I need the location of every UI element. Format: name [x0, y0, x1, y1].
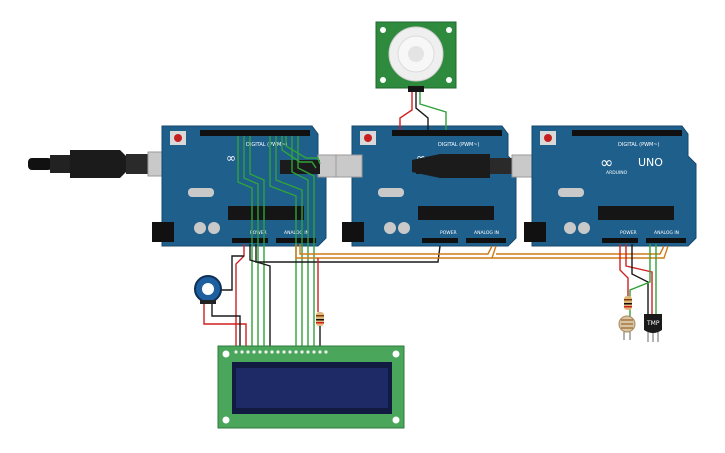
tmp-label: TMP [646, 320, 660, 327]
infinity-logo-icon-3: ∞ [600, 153, 613, 172]
digital-label-1: DIGITAL (PWM~) [246, 142, 288, 148]
temperature-sensor: TMP [644, 314, 662, 342]
arduino-board-2: DIGITAL (PWM~) ∞ POWER ANALOG IN [342, 125, 517, 247]
arduino-board-3: DIGITAL (PWM~) ∞ UNO ARDUINO POWER ANALO… [524, 125, 697, 247]
atmega-chip-1 [228, 206, 304, 220]
crystal-1 [188, 188, 214, 197]
resistor-lcd [316, 312, 324, 326]
resistor-ldr [624, 296, 632, 310]
lcd-display [217, 345, 405, 429]
power-label-2: POWER [440, 230, 457, 236]
analog-label-2: ANALOG IN [474, 230, 499, 236]
digital-label-2: DIGITAL (PWM~) [438, 142, 480, 148]
analog-label-3: ANALOG IN [654, 230, 679, 236]
digital-label-3: DIGITAL (PWM~) [618, 142, 660, 148]
photoresistor [618, 315, 636, 340]
digital-header-1 [200, 130, 310, 136]
board-brand-label: ARDUINO [606, 170, 628, 176]
lcd-screen [236, 368, 388, 408]
pir-sensor [375, 21, 457, 92]
infinity-logo-icon-2: ∞ [416, 151, 426, 165]
lcd-pin-header [234, 350, 328, 354]
potentiometer [194, 275, 222, 304]
power-jack-1 [152, 222, 174, 242]
board-model-label: UNO [638, 156, 663, 169]
wires [203, 92, 669, 350]
arduino-board-1: DIGITAL (PWM~) ∞ POWER ANALOG IN [152, 125, 327, 247]
usb-cable-left [28, 150, 179, 178]
infinity-logo-icon-1: ∞ [226, 151, 236, 165]
power-label-3: POWER [620, 230, 637, 236]
